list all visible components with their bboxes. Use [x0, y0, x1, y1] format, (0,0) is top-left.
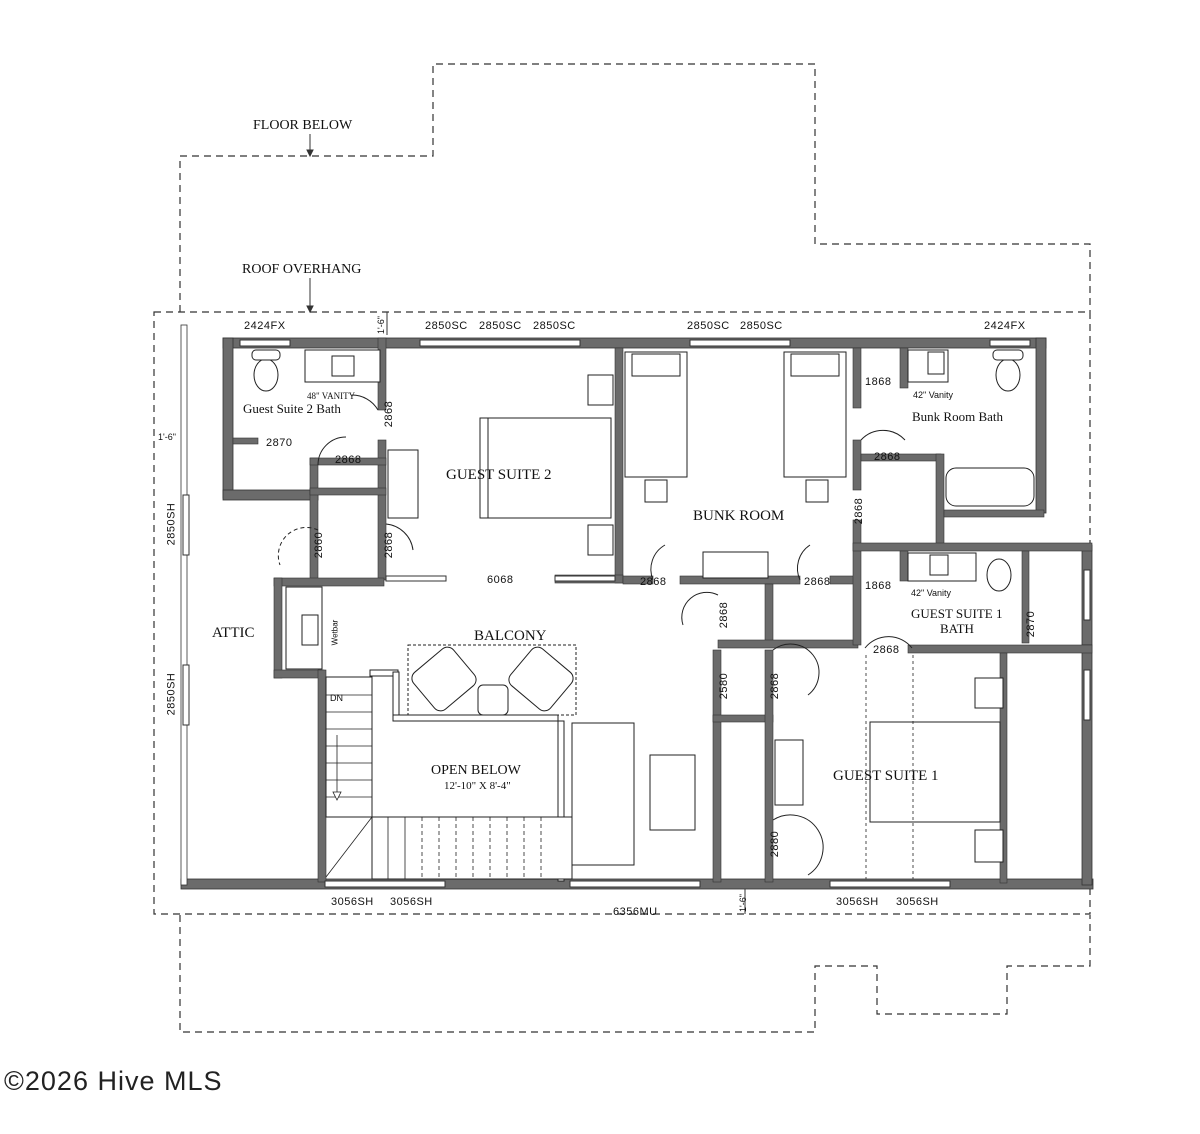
door-label: 2870	[266, 437, 293, 449]
room-bunk-room: BUNK ROOM	[693, 508, 785, 524]
vanity-42-bunk-label: 42" Vanity	[913, 390, 954, 400]
window-label: 6356MU	[613, 906, 658, 918]
door-label: 1868	[865, 580, 892, 592]
overhang-dimension-top: 1'-6"	[375, 316, 386, 334]
vanity-42-gs1-label: 42" Vanity	[911, 588, 952, 598]
door-label: 2868	[383, 531, 396, 559]
window-label: 2850SC	[740, 320, 783, 332]
overhang-dimension-left: 1'-6"	[158, 432, 176, 442]
room-guest-suite-1-bath: GUEST SUITE 1	[911, 606, 1003, 621]
window-label: 3056SH	[331, 896, 374, 908]
room-guest-suite-1-bath-line2: BATH	[940, 621, 974, 636]
window-label: 2850SH	[165, 502, 178, 546]
window-label: 2850SH	[165, 672, 178, 716]
window-label: 2424FX	[984, 320, 1026, 332]
door-label: 2868	[718, 601, 731, 629]
window-label: 2424FX	[244, 320, 286, 332]
room-guest-suite-2-bath: Guest Suite 2 Bath	[243, 401, 341, 416]
door-label: 2868	[640, 576, 667, 588]
windows	[182, 339, 1091, 888]
copyright-watermark: ©2026 Hive MLS	[4, 1066, 223, 1096]
roof-overhang-label: ROOF OVERHANG	[242, 262, 362, 277]
overhang-dimension-bottom: 1'-6"	[737, 894, 748, 912]
door-label: 2868	[873, 644, 900, 656]
room-open-below: OPEN BELOW	[431, 763, 521, 778]
door-label: 2880	[769, 830, 782, 858]
room-balcony: BALCONY	[474, 628, 547, 644]
floor-below-label: FLOOR BELOW	[253, 118, 353, 133]
room-bunk-room-bath: Bunk Room Bath	[912, 409, 1004, 424]
window-label: 2850SC	[425, 320, 468, 332]
door-label: 2580	[718, 672, 731, 700]
furniture	[251, 349, 1035, 882]
door-label: 2860	[313, 531, 326, 559]
door-label: 2868	[769, 672, 782, 700]
door-label: 6068	[487, 574, 514, 586]
door-label: 1868	[865, 376, 892, 388]
room-guest-suite-1: GUEST SUITE 1	[833, 768, 939, 784]
door-label: 2868	[804, 576, 831, 588]
door-label: 2868	[335, 454, 362, 466]
door-label: 2870	[1025, 610, 1038, 638]
room-attic: ATTIC	[212, 625, 255, 641]
window-label: 2850SC	[533, 320, 576, 332]
door-label: 2868	[853, 497, 866, 525]
door-label: 2868	[383, 400, 396, 428]
window-label: 2850SC	[687, 320, 730, 332]
door-label: 2868	[874, 451, 901, 463]
stair-down-label: DN	[330, 693, 343, 703]
room-guest-suite-2: GUEST SUITE 2	[446, 467, 552, 483]
open-below-dimensions: 12'-10" X 8'-4"	[444, 780, 511, 792]
window-label: 3056SH	[836, 896, 879, 908]
window-label: 3056SH	[390, 896, 433, 908]
window-label: 2850SC	[479, 320, 522, 332]
wetbar-label: Wetbar	[330, 619, 340, 646]
interior-walls	[232, 337, 1093, 884]
window-label: 3056SH	[896, 896, 939, 908]
vanity-48-label: 48" VANITY	[307, 391, 356, 401]
floor-below-outline	[179, 63, 1091, 1033]
